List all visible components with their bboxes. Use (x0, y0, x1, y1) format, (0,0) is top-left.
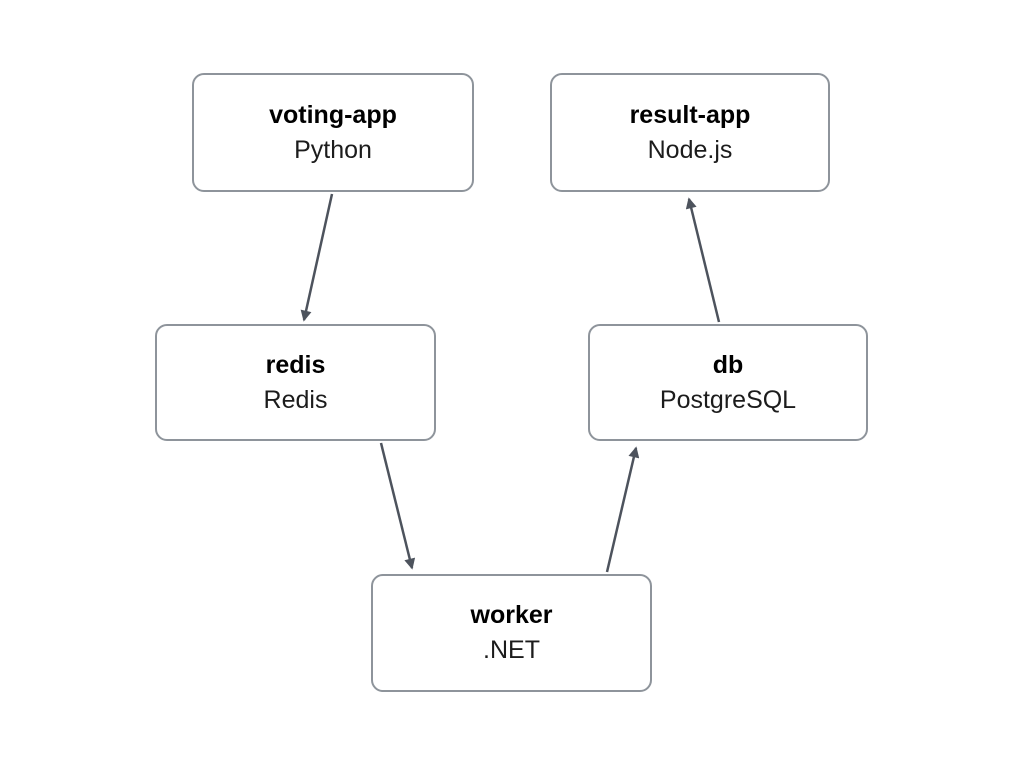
edge-worker-to-db (605, 446, 640, 573)
node-voting-app: voting-app Python (192, 73, 474, 192)
node-subtitle: Node.js (647, 135, 733, 164)
node-title: result-app (629, 100, 751, 129)
node-title: worker (470, 601, 553, 630)
node-title: voting-app (269, 100, 397, 129)
node-db: db PostgreSQL (588, 324, 868, 441)
edge-redis-to-worker (379, 442, 416, 570)
node-subtitle: Redis (263, 385, 328, 414)
node-worker: worker .NET (371, 574, 652, 692)
node-result-app: result-app Node.js (550, 73, 830, 192)
node-title: redis (265, 350, 326, 379)
node-subtitle: PostgreSQL (659, 385, 797, 414)
node-title: db (712, 350, 744, 379)
edge-votingapp-to-redis (300, 193, 334, 322)
node-subtitle: Python (294, 135, 372, 164)
node-redis: redis Redis (155, 324, 436, 441)
node-subtitle: .NET (483, 636, 540, 664)
edge-db-to-resultapp (685, 197, 721, 323)
